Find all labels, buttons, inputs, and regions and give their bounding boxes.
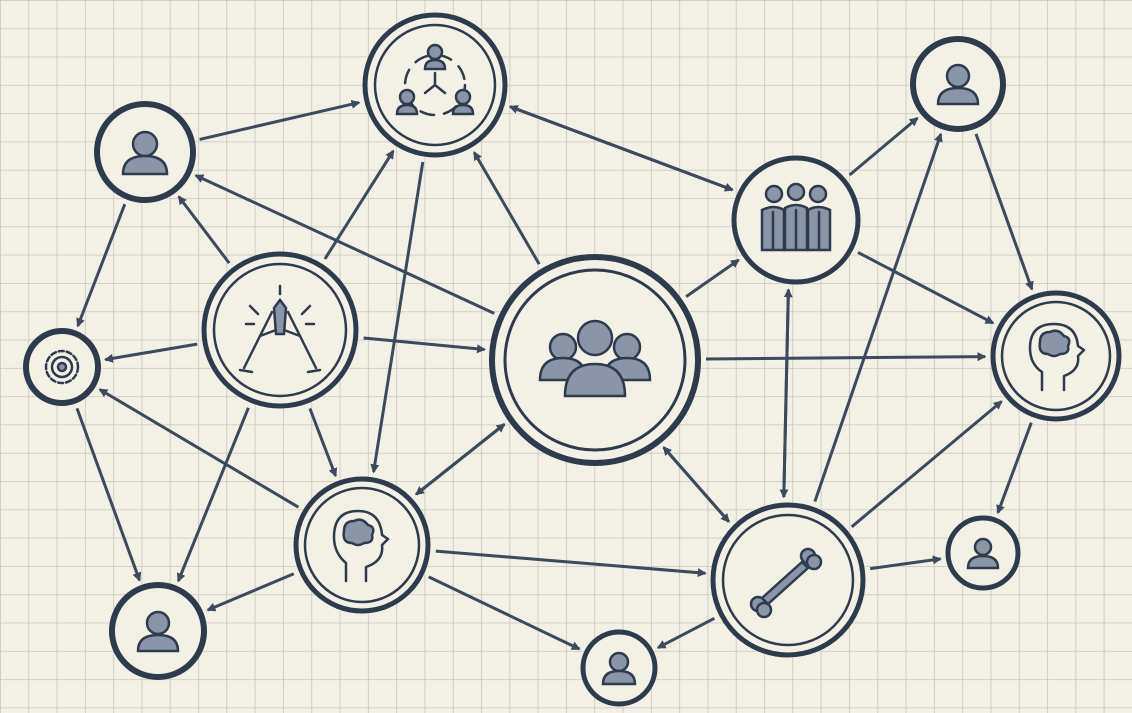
top-group-node[interactable] [362, 12, 508, 158]
person-top-left-node[interactable] [94, 101, 196, 203]
person-icon [121, 130, 169, 176]
hands-node[interactable] [201, 251, 359, 409]
edge-arrow-tool-to-mind-right [850, 400, 1003, 528]
edge-arrow-mind-lower-to-hub [415, 423, 506, 496]
team-node[interactable] [731, 155, 861, 285]
person-icon [601, 651, 637, 686]
person-right-small-node[interactable] [945, 515, 1021, 591]
edge-arrow-mind-lower-to-person-bottom-mid [428, 575, 581, 651]
edge-arrow-tool-to-person-right-small [869, 555, 942, 571]
edge-arrow-tool-to-team [782, 288, 793, 497]
head-brain-icon [332, 509, 390, 583]
edge-arrow-team-to-person-top-right [848, 116, 919, 177]
bone-tool-icon [749, 547, 823, 619]
mind-right-node[interactable] [990, 290, 1122, 422]
person-icon [966, 537, 1000, 570]
person-icon [936, 63, 980, 106]
edge-arrow-mind-lower-to-tool [435, 549, 707, 578]
edge-layer [75, 99, 1034, 651]
mind-lower-node[interactable] [293, 476, 431, 614]
edge-arrow-tool-to-person-bottom-mid [656, 616, 716, 650]
edge-arrow-tool-to-person-top-right [813, 132, 943, 502]
edge-arrow-tool-to-hub [662, 446, 730, 523]
handshake-icon [238, 284, 322, 374]
edge-arrow-hub-to-top-group [472, 151, 541, 265]
edge-arrow-hub-to-team [685, 258, 740, 298]
hub-node[interactable] [489, 254, 701, 466]
head-brain-icon [1028, 322, 1086, 392]
group-icon [538, 319, 652, 398]
gear-icon [44, 349, 80, 385]
edge-arrow-person-top-left-to-gear [76, 203, 127, 328]
edge-arrow-hands-to-person-top-left [177, 195, 231, 265]
edge-arrow-hands-to-gear [103, 342, 198, 363]
edge-arrow-mind-right-to-person-right-small [996, 422, 1033, 515]
edge-arrow-hub-to-person-top-left [194, 174, 495, 315]
node-layer [23, 12, 1122, 707]
team-icon [760, 182, 832, 252]
edge-arrow-hands-to-top-group [323, 149, 395, 260]
person-bottom-mid-node[interactable] [580, 629, 658, 707]
person-icon [136, 610, 180, 653]
edge-arrow-mind-lower-to-person-bottom-left [206, 572, 295, 612]
edge-arrow-hands-to-mind-lower [308, 407, 338, 478]
edge-arrow-hands-to-person-bottom-left [176, 407, 250, 583]
edge-arrow-gear-to-person-bottom-left [75, 407, 142, 582]
edge-arrow-team-to-top-group [508, 105, 734, 192]
gear-node[interactable] [23, 328, 101, 406]
edge-arrow-person-top-right-to-mind-right [974, 133, 1034, 291]
person-top-right-node[interactable] [910, 36, 1006, 132]
edge-arrow-hands-to-hub [363, 336, 486, 354]
tool-node[interactable] [710, 502, 866, 658]
edge-arrow-mind-lower-to-gear [98, 388, 300, 509]
edge-arrow-person-top-left-to-top-group [199, 99, 361, 141]
edge-arrow-top-group-to-mind-lower [370, 161, 425, 474]
edge-arrow-team-to-mind-right [857, 251, 995, 325]
person-bottom-left-node[interactable] [109, 582, 207, 680]
team-cycle-icon [395, 43, 475, 117]
edge-arrow-hub-to-mind-right [705, 352, 987, 362]
